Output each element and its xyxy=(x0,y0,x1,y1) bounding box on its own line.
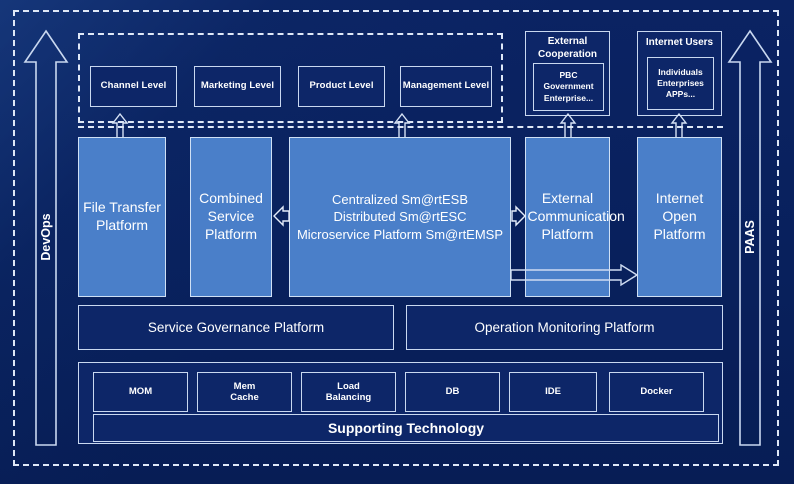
platform-line-2: Distributed Sm@rtESC xyxy=(333,209,467,225)
level-label: Marketing Level xyxy=(200,80,275,92)
internet-users-title: Internet Users xyxy=(645,37,714,48)
platform-label: Internet Open Platform xyxy=(653,190,706,242)
external-cooperation-group[interactable]: External Cooperation PBC Government Ente… xyxy=(525,31,610,116)
external-cooperation-inner: PBC Government Enterprise... xyxy=(533,63,604,111)
platform-internet-open[interactable]: Internet Open Platform xyxy=(637,137,722,297)
tech-label: DB xyxy=(445,386,460,398)
consumer-levels-container xyxy=(78,33,503,123)
tech-box-ide[interactable]: IDE xyxy=(509,372,597,412)
external-cooperation-title: External Cooperation xyxy=(538,36,597,60)
level-box-channel[interactable]: Channel Level xyxy=(90,66,177,107)
platform-line-3: Microservice Platform Sm@rtEMSP xyxy=(296,226,504,242)
platform-label: File Transfer Platform xyxy=(83,199,161,233)
long-right-arrow-icon xyxy=(511,264,639,290)
governance-operation-monitoring[interactable]: Operation Monitoring Platform xyxy=(406,305,723,350)
level-label: Management Level xyxy=(402,80,490,92)
platform-file-transfer[interactable]: File Transfer Platform xyxy=(78,137,166,297)
governance-label: Operation Monitoring Platform xyxy=(474,320,655,335)
tech-box-mem-cache[interactable]: Mem Cache xyxy=(197,372,292,412)
platform-combined-service[interactable]: Combined Service Platform xyxy=(190,137,272,297)
level-box-product[interactable]: Product Level xyxy=(298,66,385,107)
supporting-technology-bar[interactable]: Supporting Technology xyxy=(93,414,719,442)
platform-line-1: Centralized Sm@rtESB xyxy=(331,191,469,207)
level-label: Channel Level xyxy=(100,80,167,92)
tech-label: Load Balancing xyxy=(325,380,372,403)
level-label: Product Level xyxy=(309,80,374,92)
outer-dashed-frame xyxy=(13,10,779,466)
level-box-marketing[interactable]: Marketing Level xyxy=(194,66,281,107)
platform-label: External Communication Platform xyxy=(527,190,625,242)
paas-label: PAAS xyxy=(743,220,757,254)
tech-box-mom[interactable]: MOM xyxy=(93,372,188,412)
paas-arrow xyxy=(726,28,774,448)
right-arrow-icon xyxy=(511,203,527,229)
external-cooperation-inner-label: PBC Government Enterprise... xyxy=(543,70,594,103)
tech-label: Docker xyxy=(640,386,673,398)
internet-users-group[interactable]: Internet Users Individuals Enterprises A… xyxy=(637,31,722,116)
platform-label: Combined Service Platform xyxy=(199,190,263,242)
tech-box-db[interactable]: DB xyxy=(405,372,500,412)
tech-box-load-balancing[interactable]: Load Balancing xyxy=(301,372,396,412)
supporting-technology-label: Supporting Technology xyxy=(327,420,485,436)
tech-label: MOM xyxy=(128,386,153,398)
internet-users-inner: Individuals Enterprises APPs... xyxy=(647,57,714,110)
tech-label: Mem Cache xyxy=(230,380,259,403)
level-box-management[interactable]: Management Level xyxy=(400,66,492,107)
left-arrow-icon xyxy=(272,203,290,229)
internet-users-inner-label: Individuals Enterprises APPs... xyxy=(657,66,704,100)
devops-arrow xyxy=(22,28,70,448)
devops-label: DevOps xyxy=(39,213,53,261)
tier-divider xyxy=(78,126,723,128)
tech-box-docker[interactable]: Docker xyxy=(609,372,704,412)
platform-centralized-esb[interactable]: Centralized Sm@rtESB Distributed Sm@rtES… xyxy=(289,137,511,297)
governance-service-platform[interactable]: Service Governance Platform xyxy=(78,305,394,350)
governance-label: Service Governance Platform xyxy=(147,320,325,335)
tech-label: IDE xyxy=(545,386,561,398)
